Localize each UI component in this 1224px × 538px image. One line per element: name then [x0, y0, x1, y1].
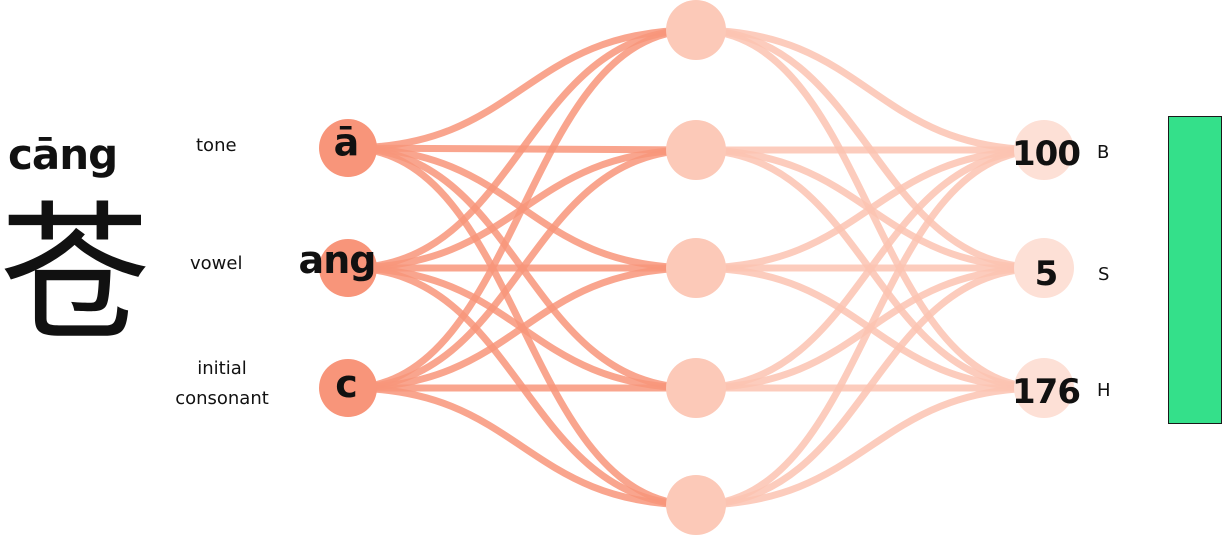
output-label-b: B — [1097, 142, 1110, 163]
hidden-node-3 — [666, 358, 726, 418]
vowel-label: vowel — [190, 253, 243, 274]
edge-input-2-hidden-4 — [344, 384, 700, 509]
edge-hidden-4-output-2 — [692, 384, 1048, 509]
pinyin-title: cāng — [8, 130, 118, 179]
edge-input-2-hidden-2 — [344, 264, 700, 392]
edge-hidden-3-output-0 — [692, 146, 1048, 392]
initial-node-value: c — [335, 362, 358, 406]
edge-hidden-4-output-0 — [692, 146, 1048, 509]
edge-hidden-0-output-0 — [692, 26, 1048, 154]
input-node-2 — [319, 359, 377, 417]
output-node-s-value: 5 — [1034, 254, 1059, 294]
input-node-1 — [319, 239, 377, 297]
output-node-2 — [1014, 358, 1074, 418]
input-node-0 — [319, 119, 377, 177]
output-node-1 — [1014, 238, 1074, 298]
output-node-b-value: 100 — [1012, 134, 1081, 174]
input-hidden-edges — [344, 26, 700, 509]
edge-input-2-hidden-1 — [344, 146, 700, 392]
initial-consonant-label: initial consonant — [175, 358, 269, 409]
output-label-h: H — [1097, 380, 1111, 401]
output-label-s: S — [1098, 264, 1110, 285]
edge-hidden-4-output-1 — [692, 264, 1048, 509]
hidden-output-edges — [692, 26, 1048, 509]
network-nodes — [319, 0, 1074, 535]
hidden-node-0 — [666, 0, 726, 60]
hidden-node-4 — [666, 475, 726, 535]
hidden-node-2 — [666, 238, 726, 298]
tone-label: tone — [196, 135, 237, 156]
hidden-node-1 — [666, 120, 726, 180]
edge-hidden-2-output-0 — [692, 146, 1048, 272]
edge-input-2-hidden-0 — [344, 26, 700, 392]
vowel-node-value: ang — [298, 238, 377, 282]
tone-node-value: ā — [333, 120, 360, 164]
edge-input-1-hidden-0 — [344, 26, 700, 272]
result-color-swatch — [1168, 116, 1222, 424]
output-node-0 — [1014, 120, 1074, 180]
output-node-h-value: 176 — [1012, 372, 1081, 412]
chinese-character: 苍 — [0, 188, 151, 362]
edge-input-0-hidden-0 — [344, 26, 700, 152]
